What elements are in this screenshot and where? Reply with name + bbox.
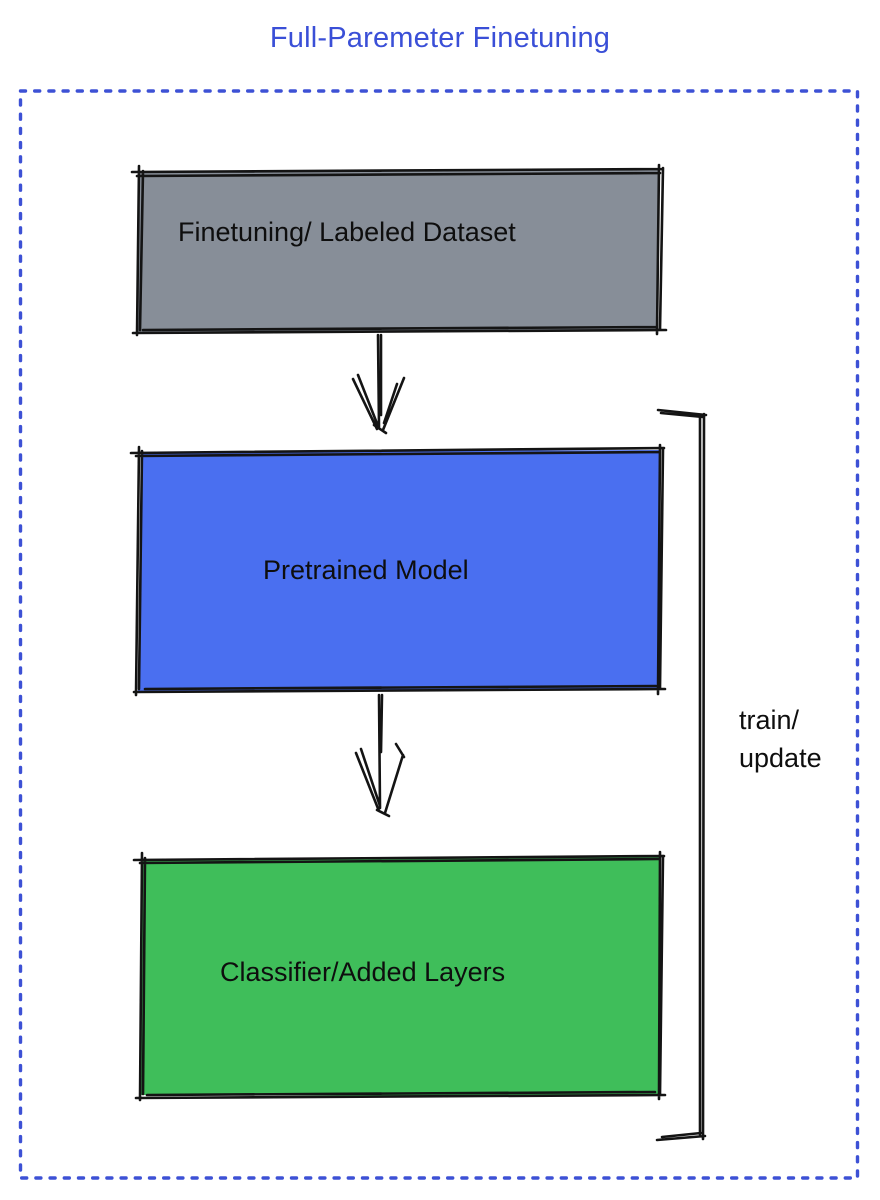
node-pretrained-outline — [129, 443, 667, 697]
node-dataset-fill — [138, 170, 659, 332]
diagram-title: Full-Paremeter Finetuning — [269, 22, 611, 54]
node-pretrained-label: Pretrained Model — [263, 555, 469, 585]
train-update-bracket — [655, 408, 708, 1142]
node-dataset-label: Finetuning/ Labeled Dataset — [178, 217, 516, 247]
train-update-label-line1: train/ — [739, 705, 800, 735]
train-update-label-line2: update — [739, 743, 822, 773]
node-dataset-box — [130, 163, 668, 337]
node-classifier-outline — [132, 850, 667, 1102]
flow-arrow-pretrained-to-classifier — [354, 693, 406, 818]
node-dataset-outline — [130, 163, 668, 337]
train-update-label: train/ update — [739, 701, 822, 777]
flow-arrow-dataset-to-pretrained — [351, 333, 406, 435]
node-classifier-label: Classifier/Added Layers — [220, 957, 506, 987]
dashed-container-border — [18, 89, 860, 1180]
node-classifier-fill — [141, 857, 659, 1096]
node-classifier-box — [132, 850, 667, 1102]
node-pretrained-box — [129, 443, 667, 697]
node-pretrained-fill — [138, 450, 660, 691]
